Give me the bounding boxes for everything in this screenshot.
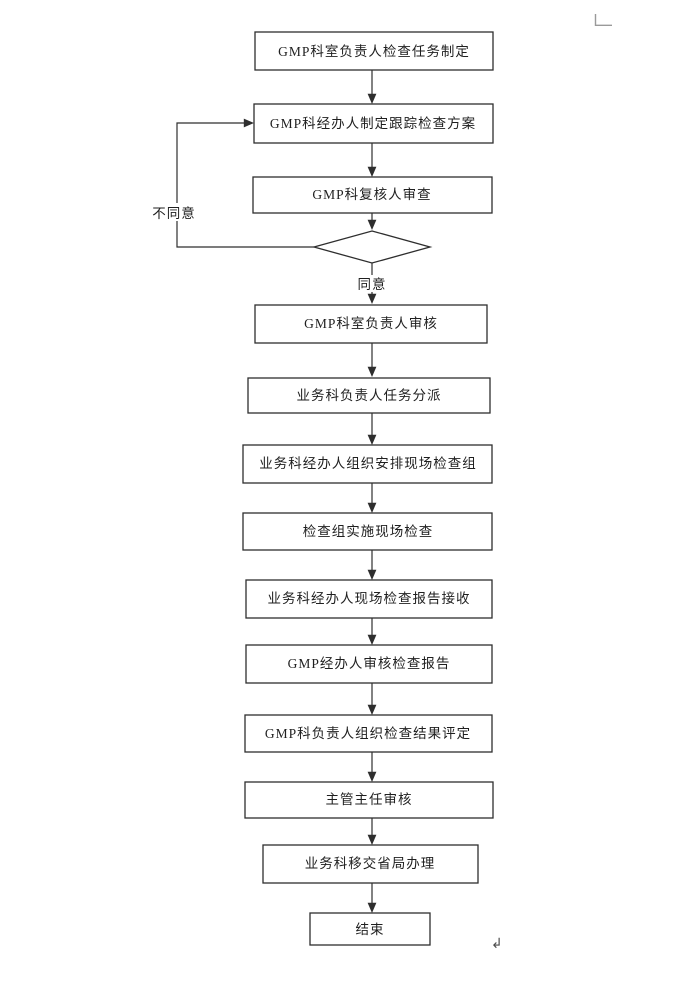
text-boundary-corner-mark <box>594 14 612 26</box>
arrow-down-icon <box>367 771 377 782</box>
branch-labels: 不同意 同意 <box>149 203 390 292</box>
flow-node-tracking-plan: GMP科经办人制定跟踪检查方案 <box>253 103 494 144</box>
flow-node-report-reception: 业务科经办人现场检查报告接收 <box>245 579 493 619</box>
flow-node-label: GMP科负责人组织检查结果评定 <box>265 726 471 741</box>
arrow-down-icon <box>367 366 377 377</box>
flow-node-report-review: GMP经办人审核检查报告 <box>245 644 493 684</box>
flow-node-reviewer-check: GMP科复核人审查 <box>252 176 493 214</box>
flow-node-label: GMP科室负责人检查任务制定 <box>278 43 470 59</box>
flow-node-label: 主管主任审核 <box>326 792 413 807</box>
arrow-down-icon <box>367 219 377 230</box>
flow-node-label: GMP科经办人制定跟踪检查方案 <box>270 115 476 131</box>
flow-node-onsite-inspection: 检查组实施现场检查 <box>242 512 493 551</box>
paragraph-return-mark: ↲ <box>491 936 503 952</box>
flow-node-label: 结束 <box>356 922 385 937</box>
arrow-down-icon <box>367 902 377 913</box>
arrowheads <box>243 93 377 913</box>
flow-node-transfer-provincial-bureau: 业务科移交省局办理 <box>262 844 479 884</box>
arrow-down-icon <box>367 166 377 177</box>
flow-node-label: 业务科移交省局办理 <box>305 855 436 871</box>
flow-node-task-formulation: GMP科室负责人检查任务制定 <box>254 31 494 71</box>
flow-node-label: GMP科室负责人审核 <box>304 315 438 331</box>
flow-node-director-review: 主管主任审核 <box>244 781 494 819</box>
flow-node-inspection-team-arrangement: 业务科经办人组织安排现场检查组 <box>242 444 493 484</box>
arrow-down-icon <box>367 704 377 715</box>
arrow-down-icon <box>367 834 377 845</box>
flow-node-result-evaluation: GMP科负责人组织检查结果评定 <box>244 714 493 753</box>
arrow-right-icon <box>243 118 254 128</box>
branch-label-disagree: 不同意 <box>152 205 196 221</box>
flow-node-label: 检查组实施现场检查 <box>303 524 434 539</box>
flow-node-label: 业务科经办人现场检查报告接收 <box>268 590 471 606</box>
flow-node-label: 业务科负责人任务分派 <box>297 388 442 403</box>
flow-node-section-chief-review: GMP科室负责人审核 <box>254 304 488 344</box>
arrow-down-icon <box>367 293 377 304</box>
flow-node-task-assignment: 业务科负责人任务分派 <box>247 377 491 414</box>
branch-label-agree: 同意 <box>358 276 387 292</box>
arrow-down-icon <box>367 634 377 645</box>
label-backdrop <box>354 275 390 292</box>
flow-node-label: 业务科经办人组织安排现场检查组 <box>259 456 477 471</box>
arrow-down-icon <box>367 93 377 104</box>
label-backdrop <box>149 203 199 221</box>
flow-node-end: 结束 <box>309 912 431 946</box>
arrow-down-icon <box>367 569 377 580</box>
flow-node-decision-diamond <box>311 230 433 264</box>
arrow-down-icon <box>367 434 377 445</box>
flow-node-label: GMP科复核人审查 <box>312 186 431 202</box>
flow-node-label: GMP经办人审核检查报告 <box>288 656 451 671</box>
feedback-loop-line <box>176 122 314 248</box>
arrow-down-icon <box>367 502 377 513</box>
